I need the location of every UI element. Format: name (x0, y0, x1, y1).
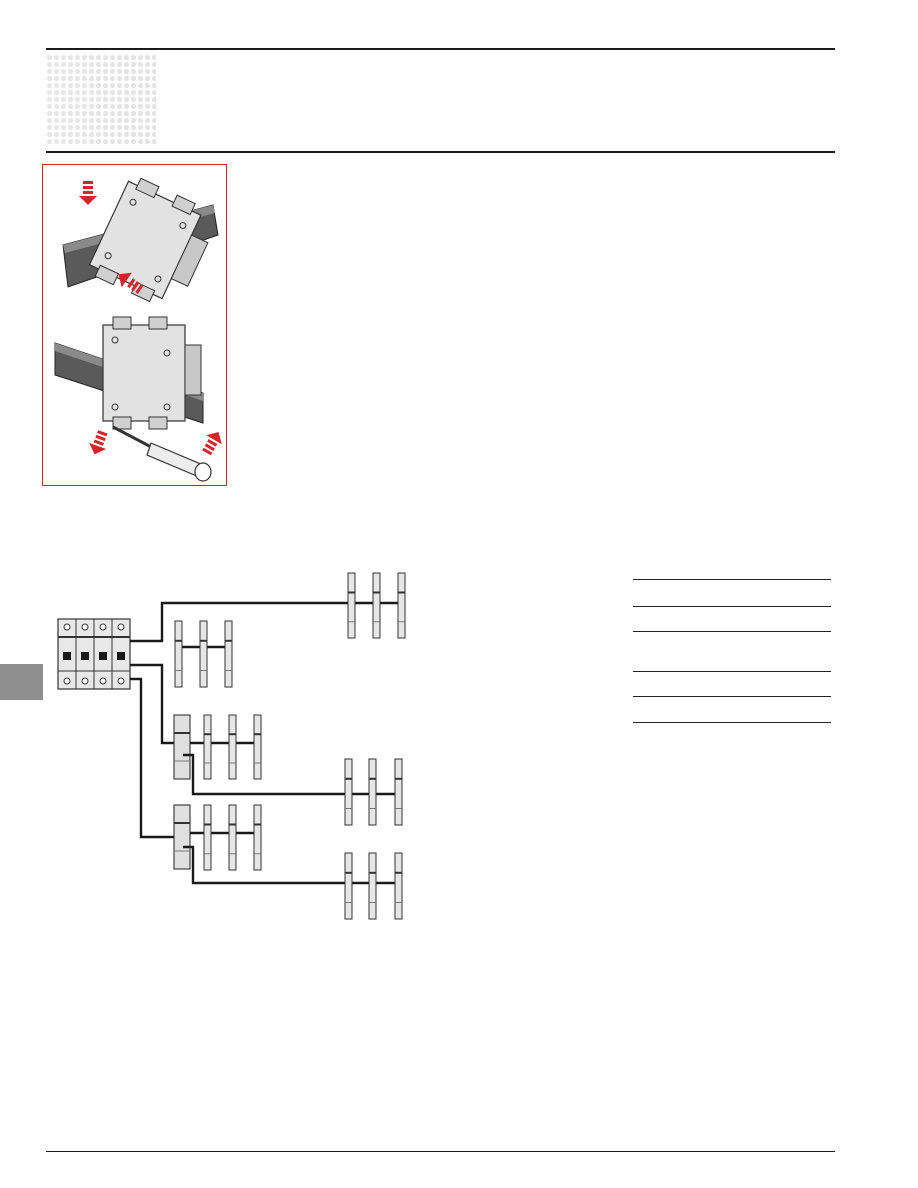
spec-table-row-line (633, 722, 831, 723)
modular-device (228, 714, 237, 780)
spec-table-row-line (633, 579, 831, 580)
modular-device (394, 758, 403, 826)
modular-device (253, 804, 262, 871)
modular-device (344, 852, 353, 920)
footer-rule (46, 1151, 835, 1152)
rcd-device (173, 804, 191, 870)
header-top-rule (46, 48, 835, 50)
breaker-toggle (63, 652, 71, 660)
rcd-device (173, 714, 191, 780)
breaker-toggle (117, 652, 125, 660)
terminal-screw (117, 623, 125, 631)
arrow-up-right-icon (202, 432, 222, 456)
mounting-illustration-frame (42, 164, 227, 486)
busbar-wire (130, 677, 177, 839)
busbar-wire (130, 663, 177, 745)
spec-table-row-line (633, 671, 831, 672)
breaker-toggle (99, 652, 107, 660)
busbar-wire (130, 601, 403, 643)
terminal-screw (63, 623, 71, 631)
modular-device (253, 714, 262, 780)
modular-device (224, 620, 233, 688)
modular-device (368, 758, 377, 826)
header-dot-pattern (46, 54, 156, 146)
spec-table-row-line (633, 606, 831, 607)
arrow-down-icon (79, 181, 97, 205)
modular-device (368, 852, 377, 920)
busbar-wiring-diagram (57, 572, 406, 920)
remove-with-screwdriver-illustration (54, 316, 222, 482)
section-tab (0, 664, 43, 700)
modular-device (344, 758, 353, 826)
modular-device (347, 572, 356, 639)
busbar-wire (183, 845, 402, 885)
terminal-screw (63, 677, 71, 685)
terminal-screw (81, 677, 89, 685)
terminal-screw (99, 677, 107, 685)
busbar-wire (183, 753, 402, 796)
modular-device (397, 572, 406, 639)
arrow-down-icon (89, 430, 108, 455)
modular-device (394, 852, 403, 920)
breaker-toggle (81, 652, 89, 660)
mount-on-rail-illustration (62, 177, 219, 303)
modular-device (203, 714, 212, 780)
modular-device (199, 620, 208, 688)
spec-table (633, 579, 831, 725)
modular-device (372, 572, 381, 639)
arrow-down-left-icon (118, 272, 144, 294)
spec-table-row-line (633, 696, 831, 697)
terminal-screw (99, 623, 107, 631)
header-bottom-rule (46, 151, 835, 153)
spec-table-row-line (633, 631, 831, 632)
modular-device (203, 804, 212, 871)
modular-device (228, 804, 237, 871)
screwdriver-icon (112, 425, 212, 482)
modular-device (174, 620, 183, 688)
terminal-screw (81, 623, 89, 631)
terminal-screw (117, 677, 125, 685)
